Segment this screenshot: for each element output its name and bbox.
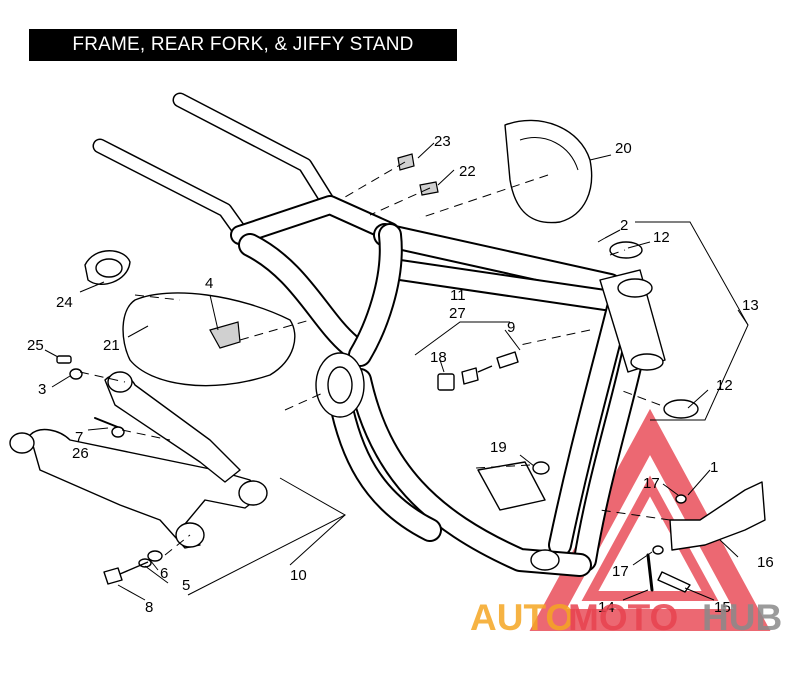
clip-7 (111, 426, 125, 438)
callout-14: 14 (598, 599, 615, 616)
callout-4: 4 (205, 275, 213, 292)
clip-17-upper (675, 494, 687, 504)
motorcycle-frame (92, 92, 666, 577)
callout-12a: 12 (653, 229, 670, 246)
lock-key (437, 373, 455, 391)
callout-21: 21 (103, 337, 120, 354)
watermark-word-moto: MOTO (568, 597, 678, 638)
callout-23: 23 (434, 133, 451, 150)
callout-20: 20 (615, 140, 632, 157)
lock-cylinder (496, 351, 519, 369)
callout-24: 24 (56, 294, 73, 311)
battery-cover (504, 119, 593, 224)
callout-12b: 12 (716, 377, 733, 394)
watermark-word-auto: AUTO (470, 597, 574, 638)
washer-6 (147, 550, 163, 562)
diagram-title: FRAME, REAR FORK, & JIFFY STAND (29, 29, 457, 61)
clip-23 (397, 153, 415, 171)
pin-2 (597, 237, 606, 243)
callout-5: 5 (182, 577, 190, 594)
callout-18: 18 (430, 349, 447, 366)
bearing-race-upper (609, 241, 643, 259)
pivot-bolt-8 (103, 561, 149, 585)
side-cover (122, 292, 296, 387)
watermark-text: AUTO MOTO HUB (470, 597, 782, 638)
callout-26: 26 (72, 445, 89, 462)
clip-17-lower (652, 545, 664, 555)
ignition-key (461, 365, 493, 385)
callout-8: 8 (145, 599, 153, 616)
bearing-race-lower (663, 399, 699, 419)
callout-17a: 17 (643, 475, 660, 492)
pin-26 (94, 417, 121, 429)
rear-fork-swingarm (9, 371, 268, 549)
callout-17b: 17 (612, 563, 629, 580)
nut-3 (69, 368, 83, 380)
callout-19: 19 (490, 439, 507, 456)
jiffy-stand (669, 481, 766, 551)
callout-labels: 1 2 3 4 5 6 7 8 9 10 11 12 12 13 14 15 1… (27, 133, 774, 616)
callout-13: 13 (742, 297, 759, 314)
callout-6: 6 (160, 565, 168, 582)
spring-15 (657, 571, 691, 593)
stand-pin-14 (646, 553, 654, 592)
callout-11: 11 (450, 287, 466, 304)
callout-22: 22 (459, 163, 476, 180)
callout-27: 27 (449, 305, 466, 322)
callout-1: 1 (710, 459, 718, 476)
stud-25 (56, 355, 72, 364)
leader-lines (44, 142, 749, 601)
callout-15: 15 (714, 599, 731, 616)
callout-7: 7 (75, 429, 83, 446)
callout-3: 3 (38, 381, 46, 398)
callout-9: 9 (507, 319, 515, 336)
assembly-dash-lines (79, 161, 671, 556)
callout-25: 25 (27, 337, 44, 354)
watermark-word-hub: HUB (702, 597, 782, 638)
nut-19 (532, 461, 550, 475)
callout-10: 10 (290, 567, 307, 584)
callout-16: 16 (757, 554, 774, 571)
callout-2: 2 (620, 217, 628, 234)
